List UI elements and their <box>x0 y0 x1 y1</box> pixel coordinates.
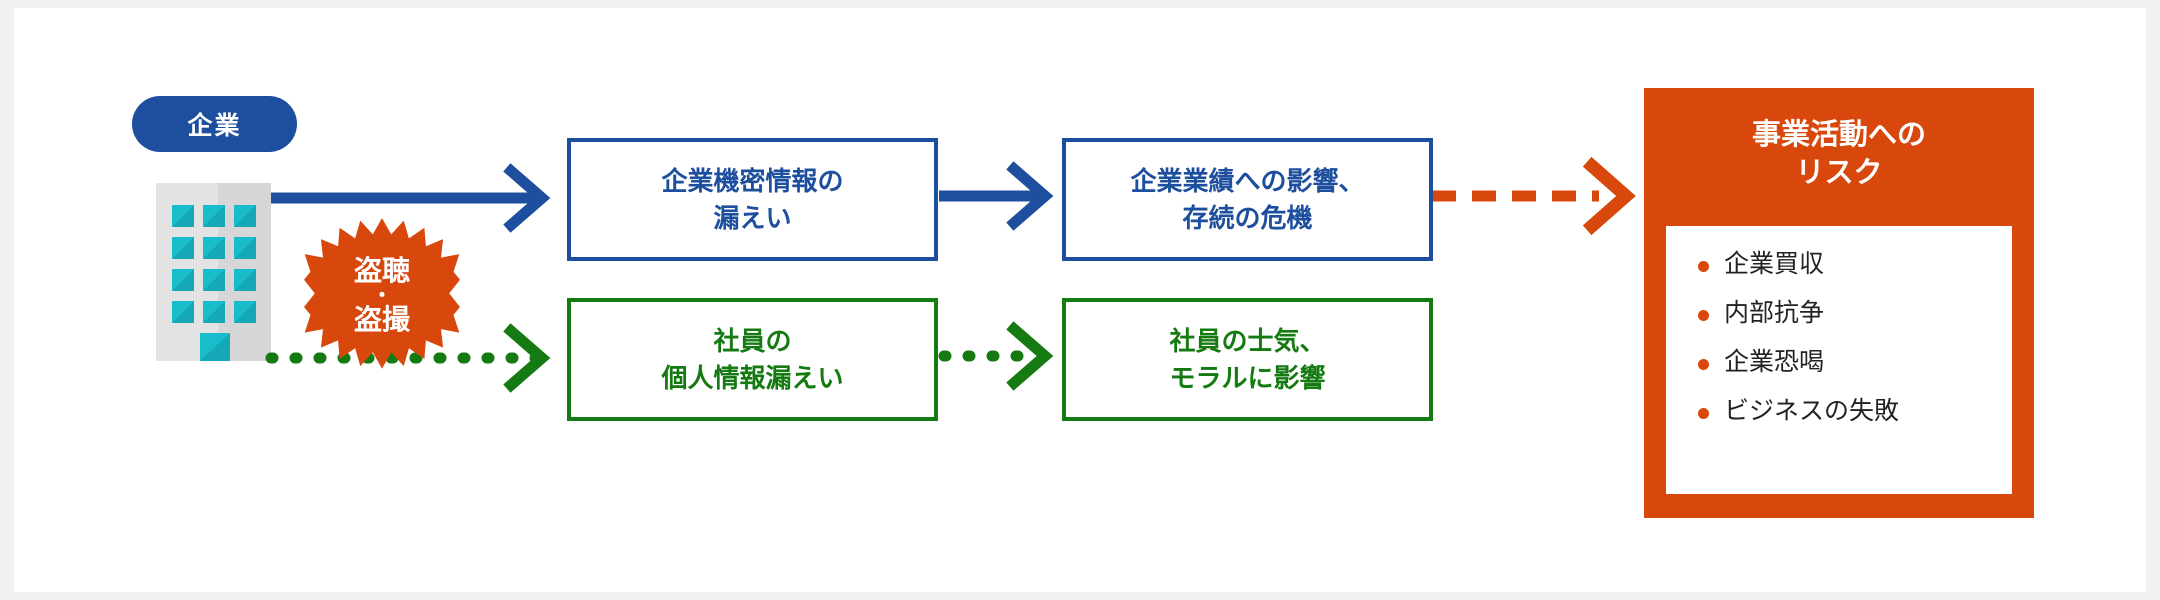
risk-item-list: 企業買収 内部抗争 企業恐喝 ビジネスの失敗 <box>1666 226 2012 424</box>
enterprise-badge: 企業 <box>132 96 297 152</box>
risk-panel-title-line2: リスク <box>1795 157 1883 190</box>
building-window <box>172 237 194 259</box>
flow-box-confidential-leak-line1: 企業機密情報の <box>661 165 844 196</box>
diagram-canvas: 企業 <box>14 8 2146 592</box>
flow-box-business-impact-line2: 存続の危機 <box>1182 202 1313 233</box>
flow-box-personal-info-leak-line1: 社員の <box>713 325 792 356</box>
flow-box-confidential-leak-line2: 漏えい <box>713 202 792 233</box>
flow-box-personal-info-leak-line2: 個人情報漏えい <box>661 362 844 393</box>
building-window <box>203 269 225 291</box>
office-building-icon <box>156 183 271 361</box>
flow-box-morale-impact: 社員の士気、 モラルに影響 <box>1062 298 1433 421</box>
building-window <box>234 237 256 259</box>
risk-item: ビジネスの失敗 <box>1666 399 2012 424</box>
building-window <box>172 301 194 323</box>
risk-item: 企業買収 <box>1666 252 2012 277</box>
building-window <box>203 301 225 323</box>
flow-box-personal-info-leak: 社員の 個人情報漏えい <box>567 298 938 421</box>
building-window <box>234 301 256 323</box>
risk-item: 内部抗争 <box>1666 301 2012 326</box>
flow-box-confidential-leak: 企業機密情報の 漏えい <box>567 138 938 261</box>
connector-green-step1-to-step2 <box>938 321 1054 391</box>
building-window <box>172 205 194 227</box>
starburst-separator: ・ <box>372 285 392 307</box>
starburst-shape <box>304 218 460 369</box>
risk-panel-title: 事業活動への リスク <box>1644 116 2034 193</box>
connector-to-risk-panel <box>1432 156 1636 236</box>
connector-blue-step1-to-step2 <box>939 161 1054 231</box>
building-window <box>172 269 194 291</box>
building-window <box>234 269 256 291</box>
building-window <box>203 237 225 259</box>
building-entrance <box>200 333 230 361</box>
eavesdropping-starburst: 盗聴 ・ 盗撮 <box>302 216 462 376</box>
flow-box-business-impact-line1: 企業業績への影響、 <box>1130 165 1365 196</box>
building-window <box>234 205 256 227</box>
flow-box-morale-impact-line1: 社員の士気、 <box>1169 325 1326 356</box>
starburst-line-2: 盗撮 <box>353 304 410 335</box>
building-window <box>203 205 225 227</box>
starburst-line-1: 盗聴 <box>353 255 410 287</box>
risk-item: 企業恐喝 <box>1666 350 2012 375</box>
risk-panel: 事業活動への リスク 企業買収 内部抗争 企業恐喝 ビジネスの失敗 <box>1644 88 2034 518</box>
enterprise-badge-label: 企業 <box>187 112 242 140</box>
flow-box-business-impact: 企業業績への影響、 存続の危機 <box>1062 138 1433 261</box>
risk-panel-title-line1: 事業活動への <box>1751 119 1926 151</box>
risk-panel-card: 企業買収 内部抗争 企業恐喝 ビジネスの失敗 <box>1666 226 2012 494</box>
flow-box-morale-impact-line2: モラルに影響 <box>1169 362 1326 393</box>
